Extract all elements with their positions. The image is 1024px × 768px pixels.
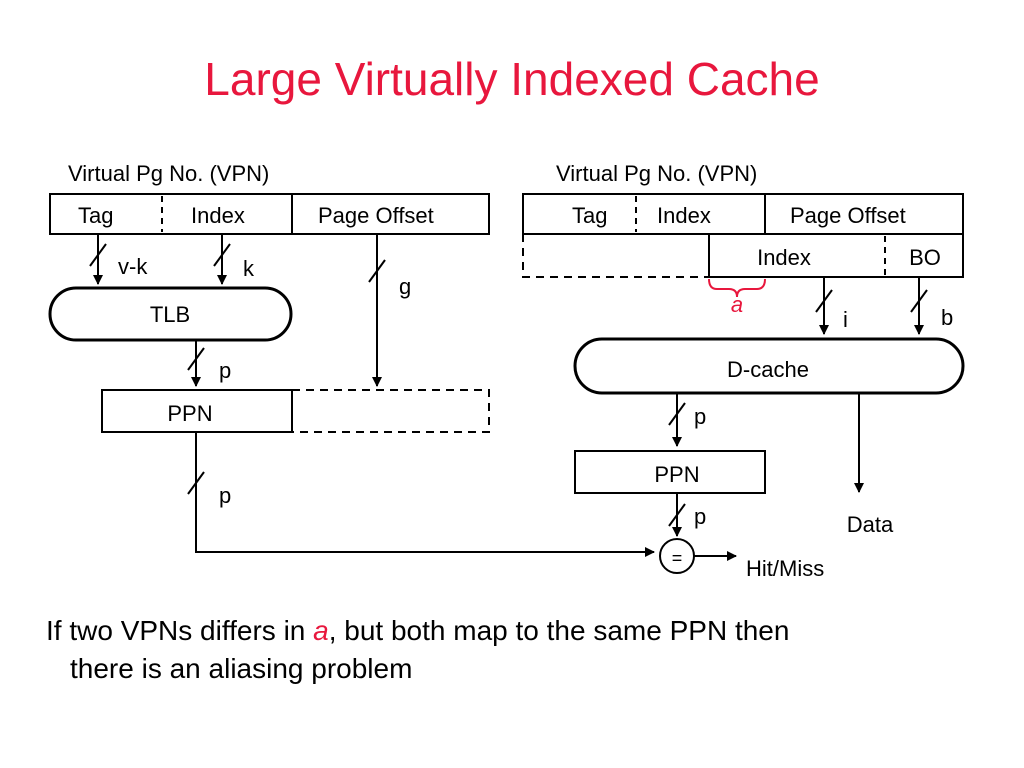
hit-miss-label: Hit/Miss [746, 556, 824, 581]
left-index-arrow: k [213, 234, 255, 285]
caption: If two VPNs differs in a, but both map t… [46, 612, 986, 688]
right-cache-index-field: Index [757, 245, 811, 270]
right-bo-field: BO [909, 245, 941, 270]
hit-miss-output: Hit/Miss [694, 551, 824, 581]
left-ppn-in-width-label: p [219, 358, 231, 383]
left-page-offset-field: Page Offset [318, 203, 434, 228]
left-ppn-out-width-label: p [219, 483, 231, 508]
left-offset-width-label: g [399, 274, 411, 299]
right-vpn-label: Virtual Pg No. (VPN) [556, 161, 757, 186]
tlb-box: TLB [48, 286, 293, 342]
right-index-field: Index [657, 203, 711, 228]
left-ppn-label: PPN [167, 401, 212, 426]
right-index-arrow: i [815, 277, 848, 335]
right-tag-field: Tag [572, 203, 607, 228]
left-index-field: Index [191, 203, 245, 228]
dcache-label: D-cache [727, 357, 809, 382]
left-ppn-to-comparator-wire: p [187, 432, 655, 557]
comparator: = [659, 538, 695, 574]
right-address-box: Tag Index Page Offset [522, 193, 964, 235]
slide-title: Large Virtually Indexed Cache [204, 53, 820, 105]
caption-part1: If two VPNs differs in [46, 615, 314, 646]
dcache-box: D-cache [573, 337, 965, 395]
left-address-box: Tag Index Page Offset [49, 193, 490, 235]
data-label: Data [847, 512, 894, 537]
comparator-symbol: = [672, 548, 683, 568]
tlb-label: TLB [150, 302, 190, 327]
right-dcache-ppn-arrow: p [668, 393, 706, 447]
left-ppn-box: PPN [101, 389, 490, 433]
left-tag-arrow: v-k [89, 234, 148, 285]
right-ppn-box: PPN [574, 450, 766, 494]
alias-label: a [731, 292, 743, 317]
aliasing-diagram: Virtual Pg No. (VPN) Tag Index Page Offs… [48, 161, 965, 581]
caption-part2: , but both map to the same PPN then [328, 615, 790, 646]
left-tag-width-label: v-k [118, 254, 148, 279]
right-page-offset-field: Page Offset [790, 203, 906, 228]
left-index-width-label: k [243, 256, 255, 281]
right-bo-width-label: b [941, 305, 953, 330]
caption-alias: a [313, 615, 329, 646]
right-ppn-label: PPN [654, 462, 699, 487]
right-cache-address-box: Index BO [522, 233, 964, 278]
right-ppn-in-width-label: p [694, 404, 706, 429]
data-output-arrow: Data [847, 393, 894, 537]
right-bo-arrow: b [910, 277, 953, 335]
caption-line2: there is an aliasing problem [70, 653, 413, 684]
left-offset-arrow: g [368, 234, 411, 387]
right-ppn-to-comparator-arrow: p [668, 493, 706, 537]
right-index-width-label: i [843, 307, 848, 332]
alias-brace: a [708, 278, 766, 317]
left-vpn-label: Virtual Pg No. (VPN) [68, 161, 269, 186]
left-tlb-ppn-arrow: p [187, 340, 231, 387]
left-tag-field: Tag [78, 203, 113, 228]
right-ppn-out-width-label: p [694, 504, 706, 529]
